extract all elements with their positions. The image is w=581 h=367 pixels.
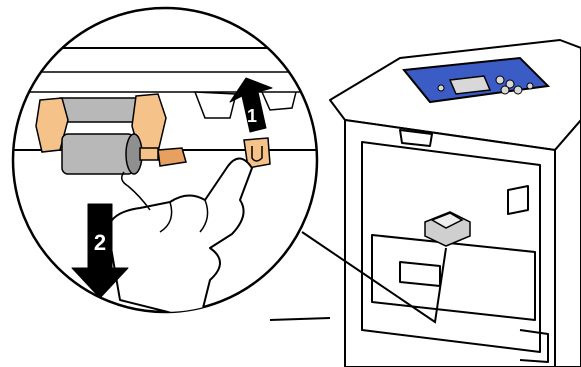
step-2-label: 2: [94, 230, 106, 255]
printer-side-handle: [508, 186, 528, 214]
control-panel-screen: [450, 76, 490, 94]
printer-side: [555, 120, 581, 367]
control-panel-button: [438, 85, 444, 91]
control-panel-button: [514, 86, 522, 94]
printer-door-handle: [400, 130, 432, 146]
control-panel-button: [496, 76, 504, 84]
step-1-label: 1: [247, 106, 257, 126]
control-panel-button: [527, 83, 533, 89]
pick-roller: [62, 134, 134, 174]
pick-roller-hub: [140, 148, 158, 160]
latch-tab: [158, 148, 186, 166]
control-panel-button: [501, 86, 509, 94]
